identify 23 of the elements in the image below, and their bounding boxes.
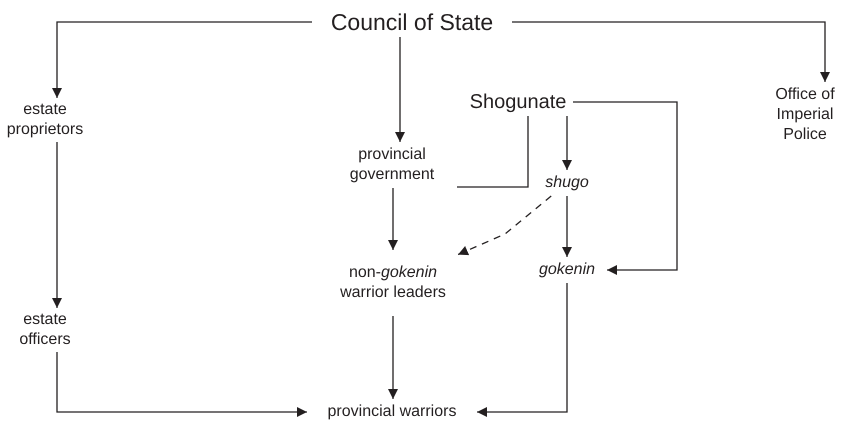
node-label: Office of Imperial Police — [774, 85, 836, 145]
node-label: gokenin — [538, 260, 596, 280]
arrow — [395, 37, 405, 142]
arrow — [512, 21, 830, 82]
arrow — [477, 283, 568, 417]
node-label: non-gokenin warrior leaders — [339, 263, 447, 303]
arrow — [52, 142, 62, 308]
arrow — [562, 196, 572, 257]
connector-line — [457, 116, 529, 188]
node-label: provincial warriors — [328, 402, 456, 422]
arrow — [388, 188, 398, 250]
arrow — [52, 21, 312, 98]
arrow — [562, 116, 572, 170]
node-label: Council of State — [330, 8, 494, 36]
arrow — [458, 196, 552, 256]
node-label: Shogunate — [470, 90, 566, 114]
arrow — [573, 101, 678, 275]
node-label: estate proprietors — [6, 100, 84, 140]
node-label: shugo — [545, 173, 589, 193]
arrow — [56, 352, 307, 417]
arrow — [388, 316, 398, 399]
node-label: provincial government — [348, 145, 436, 185]
node-label: estate officers — [18, 310, 72, 350]
